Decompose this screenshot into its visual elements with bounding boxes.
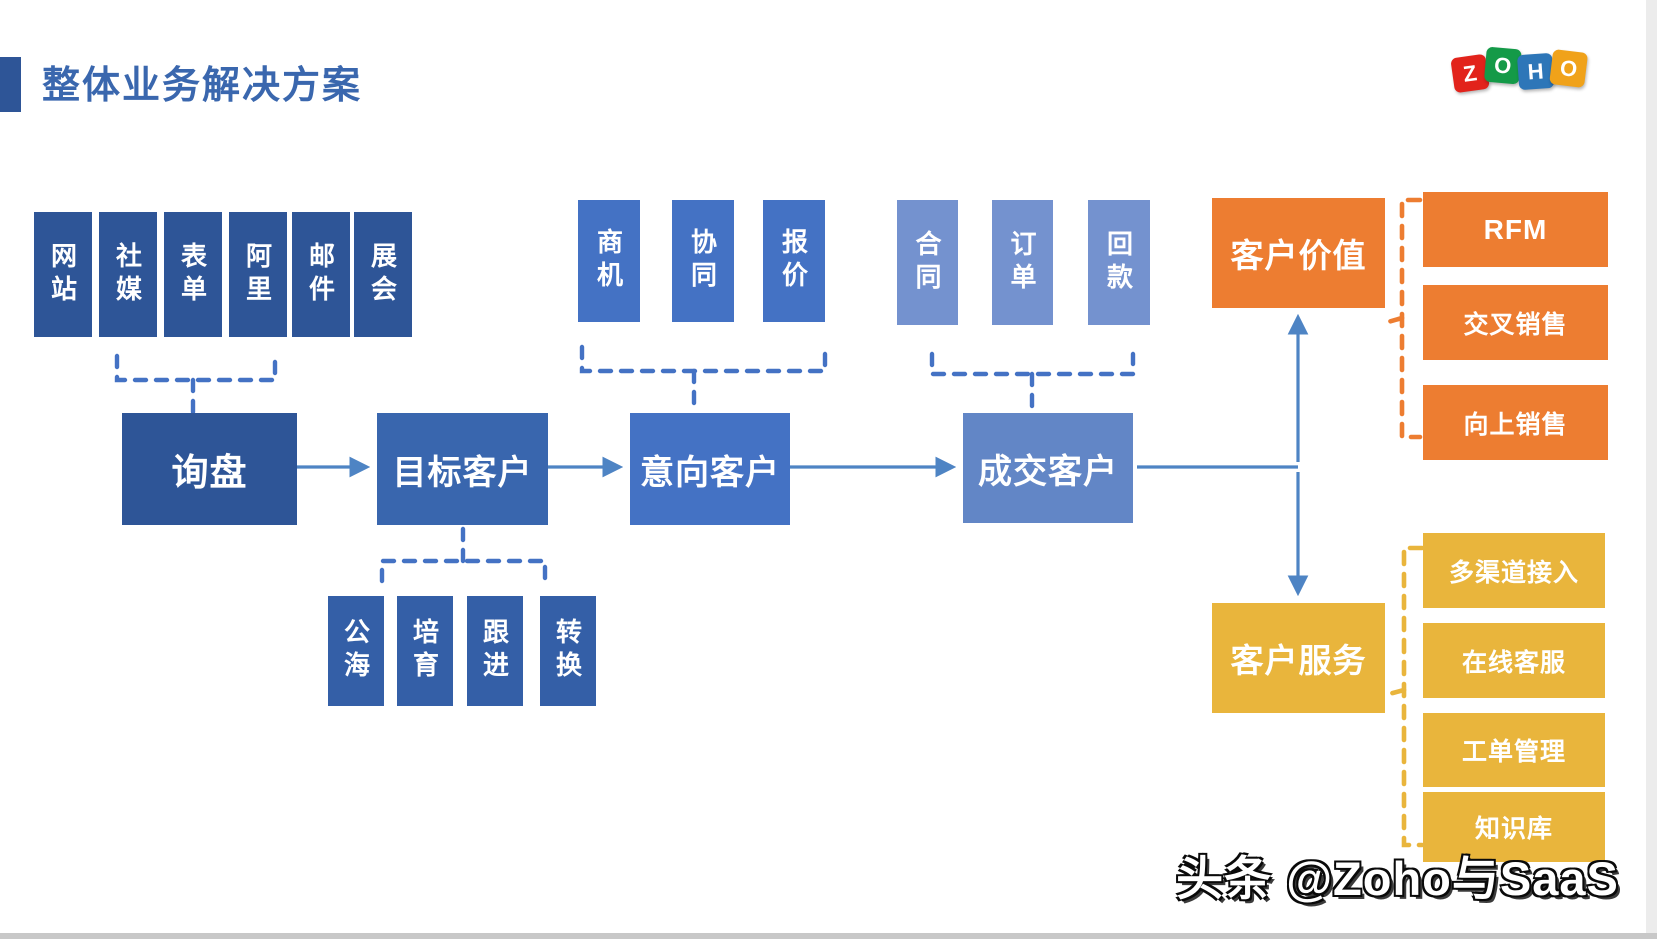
right-edge-strip xyxy=(1646,0,1657,939)
target-tool-label: 跟进 xyxy=(479,618,510,684)
target-tool-box-nurture: 培育 xyxy=(397,596,453,706)
intent-tool-box-collab: 协同 xyxy=(672,200,734,322)
source-box-expo: 展会 xyxy=(354,212,412,337)
flow-label: 成交客户 xyxy=(978,452,1118,491)
source-label: 邮件 xyxy=(305,241,336,308)
service-item-label: 工单管理 xyxy=(1461,738,1566,766)
source-label: 阿里 xyxy=(242,241,273,308)
orange-bracket xyxy=(1385,197,1423,440)
intent-tool-label: 协同 xyxy=(687,228,718,294)
flow-box-target: 目标客户 xyxy=(377,413,548,525)
flow-label: 目标客户 xyxy=(392,453,533,492)
flow-box-inquiry: 询盘 xyxy=(122,413,297,525)
deal-tool-box-payment: 回款 xyxy=(1088,200,1150,325)
value-item-label: RFM xyxy=(1483,213,1548,245)
title-accent-bar xyxy=(0,57,21,112)
target-tool-box-convert: 转换 xyxy=(540,596,596,706)
flow-box-customer-service: 客户服务 xyxy=(1212,603,1385,713)
source-label: 网站 xyxy=(47,241,78,308)
value-item-box-rfm: RFM xyxy=(1423,192,1608,267)
intent-tool-box-quote: 报价 xyxy=(763,200,825,322)
service-item-box-livechat: 在线客服 xyxy=(1423,623,1605,698)
flow-label: 客户服务 xyxy=(1230,642,1367,679)
target-tool-box-pool: 公海 xyxy=(328,596,384,706)
source-box-website: 网站 xyxy=(34,212,92,337)
page-title: 整体业务解决方案 xyxy=(42,65,363,107)
value-item-label: 向上销售 xyxy=(1463,410,1568,439)
watermark: 头条 @Zoho与SaaS xyxy=(1176,852,1619,905)
target-tool-label: 培育 xyxy=(409,618,440,684)
flow-label: 意向客户 xyxy=(640,453,780,492)
zoho-logo: Z O H O xyxy=(1450,46,1589,94)
service-item-label: 知识库 xyxy=(1474,815,1553,843)
service-item-box-tickets: 工单管理 xyxy=(1423,713,1605,787)
source-box-ali: 阿里 xyxy=(229,212,287,337)
source-box-email: 邮件 xyxy=(292,212,350,337)
deal-tool-label: 回款 xyxy=(1103,229,1134,296)
flow-box-customer-value: 客户价值 xyxy=(1212,198,1385,308)
value-item-label: 交叉销售 xyxy=(1463,310,1568,339)
intent-tool-label: 报价 xyxy=(778,228,809,294)
zoho-logo-tile-o: O xyxy=(1483,46,1522,85)
intent-tool-label: 商机 xyxy=(593,228,624,294)
source-label: 表单 xyxy=(177,241,208,308)
source-box-form: 表单 xyxy=(164,212,222,337)
flow-box-intent: 意向客户 xyxy=(630,413,790,525)
value-item-box-upsell: 向上销售 xyxy=(1423,385,1608,460)
source-label: 展会 xyxy=(367,241,398,308)
target-tool-label: 转换 xyxy=(552,618,583,684)
deal-tool-label: 合同 xyxy=(912,229,942,296)
service-item-label: 在线客服 xyxy=(1461,648,1566,677)
deal-tool-box-contract: 合同 xyxy=(897,200,958,325)
deal-tool-label: 订单 xyxy=(1007,229,1037,296)
flow-label: 询盘 xyxy=(171,452,248,493)
value-item-box-cross-sell: 交叉销售 xyxy=(1423,285,1608,360)
zoho-logo-tile-o2: O xyxy=(1549,49,1589,89)
flow-label: 客户价值 xyxy=(1230,237,1367,274)
gold-bracket xyxy=(1386,545,1425,848)
target-tool-label: 公海 xyxy=(340,618,371,684)
flow-box-deal: 成交客户 xyxy=(963,413,1133,523)
service-item-box-channels: 多渠道接入 xyxy=(1423,533,1605,608)
bottom-edge-strip xyxy=(0,933,1657,939)
zoho-logo-tile-h: H xyxy=(1516,52,1555,91)
source-box-social: 社媒 xyxy=(99,212,157,337)
source-label: 社媒 xyxy=(112,241,143,308)
deal-tool-box-order: 订单 xyxy=(992,200,1053,325)
service-item-box-knowledge: 知识库 xyxy=(1423,792,1605,862)
service-item-label: 多渠道接入 xyxy=(1448,558,1579,587)
target-tool-box-follow: 跟进 xyxy=(467,596,523,706)
intent-tool-box-opportunity: 商机 xyxy=(578,200,640,322)
